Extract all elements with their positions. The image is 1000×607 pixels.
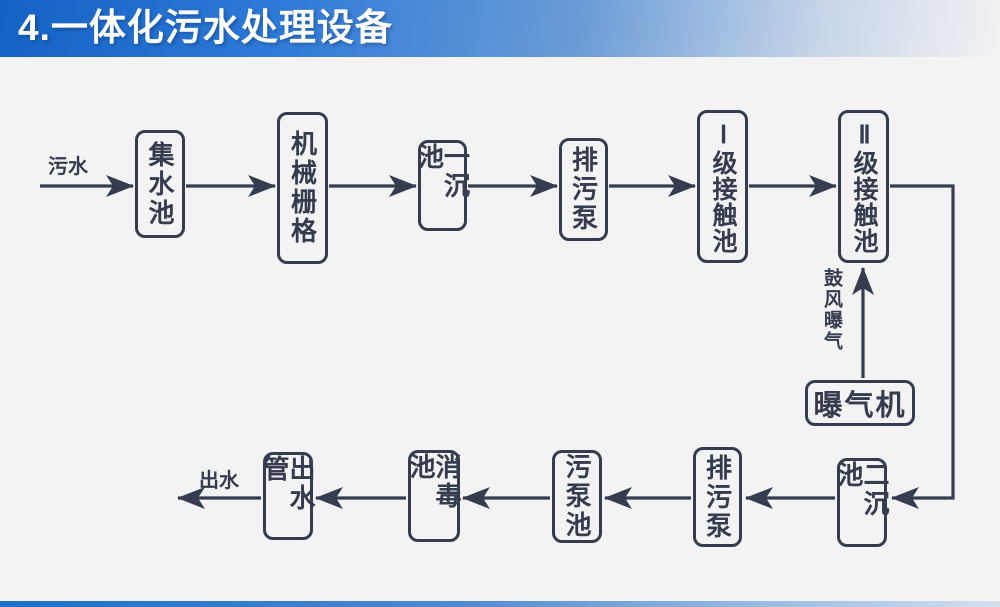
node-aerator: 曝气机 xyxy=(805,380,915,426)
node-sewage-pump-bottom: 排污泵 xyxy=(693,447,742,547)
aeration-label: 鼓风曝气 xyxy=(821,268,842,352)
node-secondary-sedimentation-tank: 二沉池 xyxy=(834,458,890,547)
node-mechanical-grid: 机械栅格 xyxy=(277,112,328,264)
node-level1-contact-tank: Ⅰ级接触池 xyxy=(697,110,748,263)
node-collection-tank: 集水池 xyxy=(135,130,185,238)
arrow-level2-to-secondary-sedimentation xyxy=(890,184,955,509)
outflow-label: 出水 xyxy=(199,470,239,492)
node-disinfection-tank: 消毒池 xyxy=(406,450,462,542)
title-bar: 4.一体化污水处理设备 xyxy=(0,0,1000,57)
footer-accent-bar xyxy=(0,601,1000,607)
node-outlet-pipe: 出水管 xyxy=(260,452,316,540)
page-title: 4.一体化污水处理设备 xyxy=(18,7,393,48)
node-level2-contact-tank: Ⅱ级接触池 xyxy=(838,110,889,263)
node-sewage-pump-top: 排污泵 xyxy=(559,138,608,241)
node-primary-sedimentation-tank: 一沉池 xyxy=(415,140,471,231)
inflow-label: 污水 xyxy=(48,156,88,178)
node-sewage-pump-tank: 污泵池 xyxy=(552,450,602,543)
